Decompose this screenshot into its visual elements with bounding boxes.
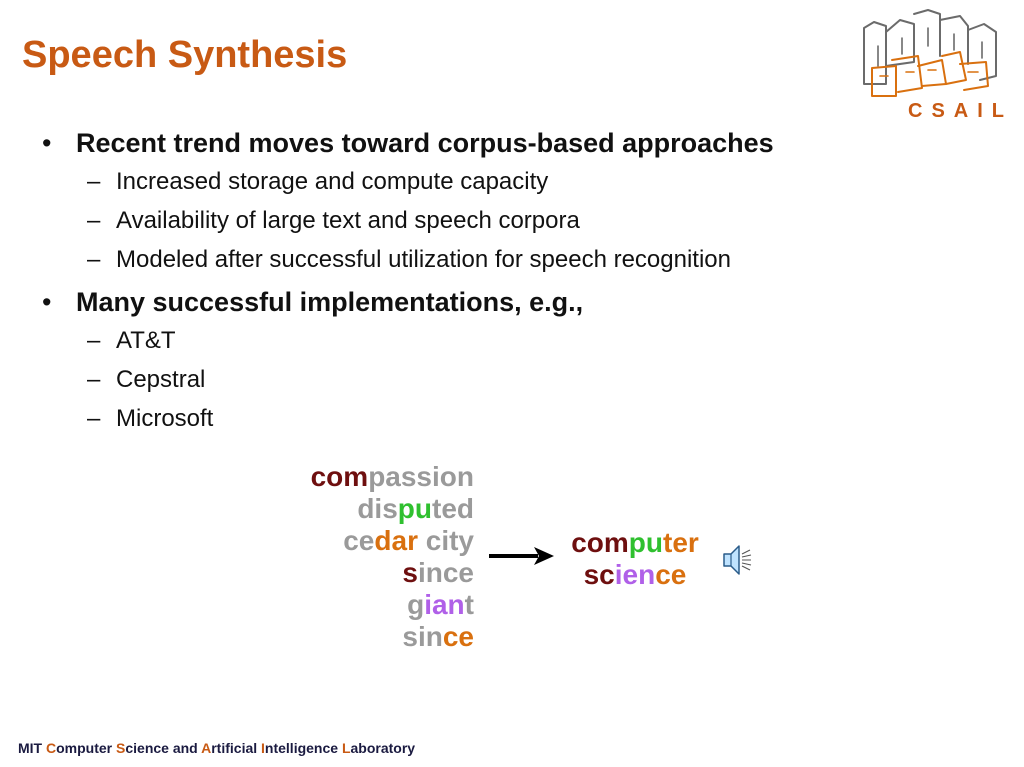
footer-lab-name: MIT Computer Science and Artificial Inte… bbox=[18, 740, 415, 756]
footer-initial: I bbox=[261, 740, 265, 756]
word-segment: city bbox=[417, 525, 474, 556]
dash-marker: – bbox=[87, 167, 101, 195]
sub-bullet-text: Microsoft bbox=[116, 404, 214, 432]
word-segment: sc bbox=[583, 559, 615, 590]
bullet-text: Recent trend moves toward corpus-based a… bbox=[76, 127, 774, 158]
sub-bullet-text: AT&T bbox=[116, 326, 176, 354]
footer-text: ntelligence bbox=[264, 740, 342, 756]
source-word: since bbox=[311, 557, 474, 589]
word-segment: sin bbox=[402, 621, 443, 652]
word-segment: g bbox=[407, 589, 425, 620]
sub-bullet-item: – Availability of large text and speech … bbox=[42, 201, 862, 240]
arrow-right-icon bbox=[489, 547, 554, 565]
sub-bullet-text: Increased storage and compute capacity bbox=[116, 167, 549, 195]
word-segment: t bbox=[464, 589, 474, 620]
source-word: giant bbox=[311, 589, 474, 621]
word-segment: com bbox=[310, 461, 369, 492]
word-segment: ter bbox=[663, 527, 699, 558]
footer-text: cience and bbox=[125, 740, 202, 756]
footer-text: omputer bbox=[56, 740, 117, 756]
source-word: since bbox=[311, 621, 474, 653]
word-segment: s bbox=[402, 557, 418, 588]
word-segment: com bbox=[571, 527, 629, 558]
footer-initial: C bbox=[46, 740, 57, 756]
footer-text: rtificial bbox=[211, 740, 262, 756]
word-segment: ince bbox=[417, 557, 474, 588]
sub-bullet-item: – Modeled after successful utilization f… bbox=[42, 240, 862, 279]
source-word: disputed bbox=[311, 493, 474, 525]
word-segment: ian bbox=[424, 589, 465, 620]
sub-bullet-text: Modeled after successful utilization for… bbox=[116, 245, 731, 273]
footer-text: aboratory bbox=[350, 740, 416, 756]
dash-marker: – bbox=[87, 326, 101, 354]
slide-title: Speech Synthesis bbox=[22, 34, 348, 76]
sub-bullet-item: – Cepstral bbox=[42, 360, 862, 399]
sub-bullet-item: – Microsoft bbox=[42, 399, 862, 438]
target-word: science bbox=[565, 559, 705, 591]
footer-initial: A bbox=[201, 740, 212, 756]
bullet-item: • Many successful implementations, e.g., bbox=[42, 283, 862, 321]
csail-logo-icon bbox=[863, 9, 997, 97]
word-segment: dar bbox=[374, 525, 418, 556]
word-segment: passion bbox=[368, 461, 474, 492]
target-word: computer bbox=[565, 527, 705, 559]
dash-marker: – bbox=[87, 404, 101, 432]
bullet-text: Many successful implementations, e.g., bbox=[76, 286, 584, 317]
csail-logo-text: CSAIL bbox=[908, 100, 1013, 122]
word-segment: ce bbox=[442, 621, 474, 652]
sub-bullet-item: – Increased storage and compute capacity bbox=[42, 162, 862, 201]
bullet-item: • Recent trend moves toward corpus-based… bbox=[42, 124, 862, 162]
bullet-list: • Recent trend moves toward corpus-based… bbox=[42, 124, 862, 438]
word-segment: pu bbox=[397, 493, 432, 524]
bullet-marker: • bbox=[42, 127, 52, 158]
footer-initial: S bbox=[116, 740, 126, 756]
speaker-icon[interactable] bbox=[722, 543, 754, 577]
word-segment: ce bbox=[343, 525, 375, 556]
source-word: cedar city bbox=[311, 525, 474, 557]
word-segment: ce bbox=[655, 559, 687, 590]
sub-bullet-text: Cepstral bbox=[116, 365, 206, 393]
word-segment: ted bbox=[432, 493, 474, 524]
word-segment: pu bbox=[628, 527, 663, 558]
footer-initial: L bbox=[341, 740, 351, 756]
footer-text: MIT bbox=[18, 740, 46, 756]
word-segment: ien bbox=[614, 559, 656, 590]
dash-marker: – bbox=[87, 206, 101, 234]
sub-bullet-item: – AT&T bbox=[42, 321, 862, 360]
bullet-marker: • bbox=[42, 286, 52, 317]
source-word: compassion bbox=[311, 461, 474, 493]
sub-bullet-text: Availability of large text and speech co… bbox=[116, 206, 580, 234]
word-segment: dis bbox=[357, 493, 398, 524]
dash-marker: – bbox=[87, 365, 101, 393]
dash-marker: – bbox=[87, 245, 101, 273]
